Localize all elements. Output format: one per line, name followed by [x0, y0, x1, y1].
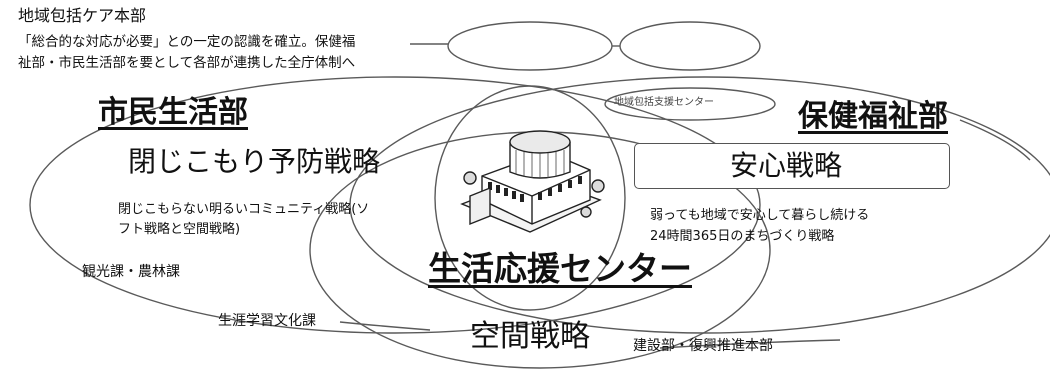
headquarters-description-line1: 「総合的な対応が必要」との一定の認識を確立。保健福 — [18, 34, 356, 50]
section-tourism-agriculture: 観光課・農林課 — [82, 264, 180, 280]
top-pill-left — [447, 21, 613, 71]
department-health-welfare: 保健福祉部 — [798, 99, 948, 134]
headquarters-title: 地域包括ケア本部 — [18, 6, 147, 25]
headquarters-description-line2: 祉部・市民生活部を要として各部が連携した全庁体制へ — [18, 55, 356, 71]
right-ellipse — [349, 76, 1050, 334]
center-label: 生活応援センター — [428, 249, 692, 288]
strategy-left-desc-line1: 閉じこもらない明るいコミュニティ戦略(ソ — [118, 202, 370, 217]
section-construction-reconstruction: 建設部・復興推進本部 — [633, 338, 773, 354]
building-illustration — [460, 130, 605, 233]
strategy-right-title: 安心戦略 — [730, 149, 843, 182]
strategy-right-desc-line2: 24時間365日のまちづくり戦略 — [650, 229, 835, 244]
strategy-space-title: 空間戦略 — [470, 319, 590, 354]
strategy-right-box — [634, 143, 950, 189]
top-pill-right — [619, 21, 761, 71]
section-lifelong-learning: 生涯学習文化課 — [218, 313, 316, 329]
bubble-middle-label: 地域包括支援センター — [614, 97, 714, 108]
center-circle — [434, 85, 626, 311]
left-ellipse — [29, 76, 761, 334]
department-citizen-life: 市民生活部 — [98, 95, 248, 130]
middle-pill — [604, 87, 776, 121]
strategy-right-desc-line1: 弱っても地域で安心して暮らし続ける — [650, 208, 870, 223]
strategy-left-desc-line2: フト戦略と空間戦略) — [118, 222, 241, 237]
strategy-left-title: 閉じこもり予防戦略 — [128, 145, 381, 178]
